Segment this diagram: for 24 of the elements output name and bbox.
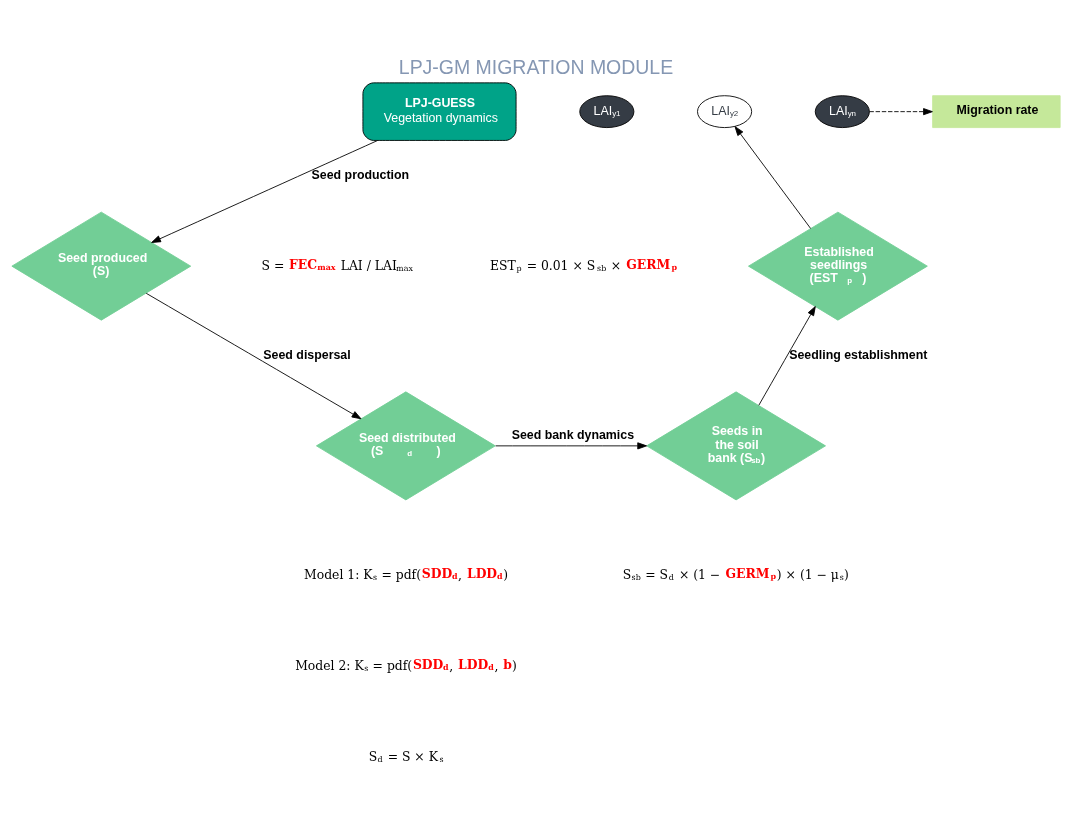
label: Sd = S × Ks [368,749,444,765]
arrow [495,442,648,450]
node-ellipse: LAIy2 [697,95,753,129]
node-box: Migration rate [932,95,1061,129]
node-diamond: Seed produced (S) [11,211,192,321]
node-ellipse: LAIy1 [579,95,635,129]
edge-label: Seed bank dynamics [511,428,635,443]
arrow [734,126,812,229]
label: ESTp = 0.01 × Ssb × GERMp [489,256,678,273]
edge-label: Seed dispersal [263,347,351,362]
arrow [868,108,933,116]
arrow [758,306,816,406]
arrow [151,140,378,243]
diagram-title: LPJ-GM MIGRATION MODULE [398,55,674,78]
node-ellipse: LAIyn [814,95,870,129]
node-box: LPJ-GUESS Vegetation dynamics [362,82,517,141]
label: Model 1: Ks = pdf(SDDd, LDDd) [304,565,509,582]
label: Model 2: Ks = pdf(SDDd, LDDd, b) [295,657,517,674]
label: S = FECmax LAI / LAImax [261,256,413,273]
arrow [145,292,362,420]
edge-label: Seedling establishment [789,347,928,362]
node-diamond: Seeds in the soil bank (Ssb) [646,391,826,501]
label: Ssb = Sd × (1 − GERMp) × (1 − μs) [622,565,849,582]
edge-label: Seed production [311,168,410,183]
